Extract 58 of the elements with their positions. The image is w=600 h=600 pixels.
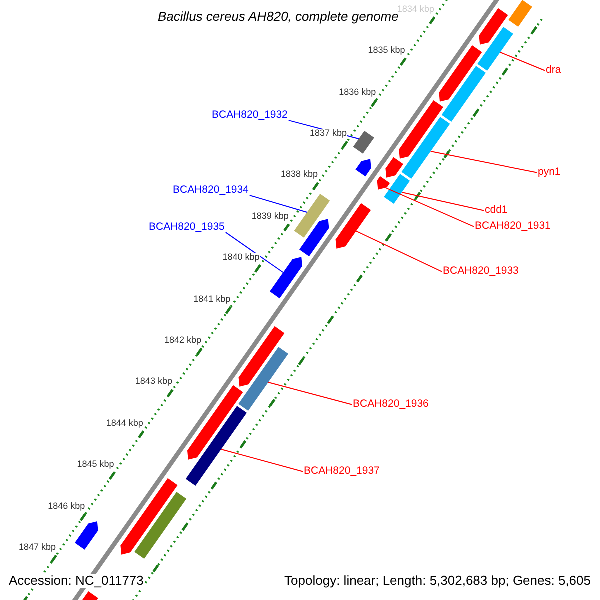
gene-label: BCAH820_1933 xyxy=(443,266,519,278)
gene-block xyxy=(270,257,302,299)
gene-block xyxy=(294,194,330,238)
gene-block xyxy=(188,385,244,460)
gene-block xyxy=(479,8,508,45)
gene-block xyxy=(336,203,372,249)
scale-label: 1835 kbp xyxy=(368,46,406,56)
genome-info-text: Topology: linear; Length: 5,302,683 bp; Genes: 5,605 xyxy=(284,574,591,588)
gene-block xyxy=(238,347,288,411)
gene-block xyxy=(186,406,247,486)
leader-line xyxy=(500,52,546,72)
gene-label: BCAH820_1935 xyxy=(149,222,225,234)
scale-label: 1840 kbp xyxy=(222,253,260,264)
gene-block xyxy=(402,117,450,179)
gene-label: BCAH820_1932 xyxy=(212,110,288,122)
gene-block xyxy=(399,100,444,159)
gene-label: BCAH820_1934 xyxy=(173,185,249,197)
gene-label: BCAH820_1937 xyxy=(304,466,380,478)
leader-line xyxy=(430,150,538,174)
leader-line xyxy=(356,230,442,272)
gene-block xyxy=(386,157,404,178)
scale-label: 1839 kbp xyxy=(252,212,289,222)
gene-block xyxy=(238,326,285,387)
leader-line xyxy=(268,382,352,406)
gene-block xyxy=(442,66,486,122)
gene-block xyxy=(384,174,410,204)
leader-line xyxy=(249,195,308,214)
scale-label: 1844 kbp xyxy=(106,418,144,429)
gene-block xyxy=(134,492,187,559)
scale-label: 1845 kbp xyxy=(77,460,114,470)
scale-label: 1838 kbp xyxy=(280,170,318,180)
scale-label: 1841 kbp xyxy=(194,294,231,304)
gene-label: dra xyxy=(546,65,562,77)
gene-block xyxy=(508,0,532,27)
leader-line xyxy=(225,232,284,274)
gene-label: BCAH820_1936 xyxy=(353,399,429,411)
scale-label: 1847 kbp xyxy=(19,542,56,553)
gene-block xyxy=(478,27,514,71)
gene-block xyxy=(356,159,372,177)
gene-block xyxy=(75,522,98,550)
title: Bacillus cereus AH820, complete genome xyxy=(158,10,399,24)
gene-block xyxy=(300,219,330,257)
accession-text: Accession: NC_011773 xyxy=(9,574,144,588)
scale-label: 1842 kbp xyxy=(164,336,202,346)
gene-block xyxy=(353,131,374,154)
gene-label: BCAH820_1931 xyxy=(475,221,551,233)
leader-line xyxy=(402,192,484,212)
scale-label: 1837 kbp xyxy=(310,128,348,139)
leader-line xyxy=(220,448,304,472)
leader-line xyxy=(386,188,474,228)
gene-label: pyn1 xyxy=(538,167,561,179)
gene-label: cdd1 xyxy=(485,205,508,217)
scale-label: 1846 kbp xyxy=(48,502,86,512)
gene-block xyxy=(439,46,482,102)
scale-label: 1836 kbp xyxy=(339,88,376,98)
gene-block xyxy=(377,176,390,190)
scale-label: 1843 kbp xyxy=(135,377,172,388)
gene-block xyxy=(120,478,178,555)
